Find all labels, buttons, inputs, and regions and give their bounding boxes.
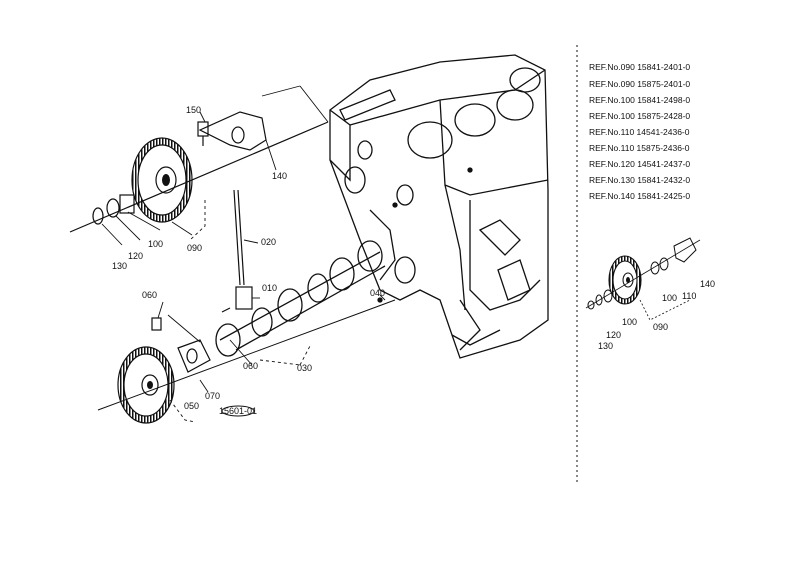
ref-line-5: REF.No.110 14541-2436-0 xyxy=(589,127,690,137)
stamp-text: 15601-01 xyxy=(219,406,257,416)
inset-callout-120: 120 xyxy=(606,330,621,340)
ref-line-1: REF.No.090 15841-2401-0 xyxy=(589,62,690,72)
dowel-060 xyxy=(221,307,231,313)
idle-gear-upper xyxy=(131,137,193,223)
callout-100-top: 100 xyxy=(148,239,163,249)
callout-060-bottom: 060 xyxy=(243,361,258,371)
inset-callout-110: 110 xyxy=(682,291,696,301)
callout-010: 010 xyxy=(262,283,277,293)
inset-callouts: 140 110 100 090 100 120 130 xyxy=(598,279,715,351)
callout-030: 030 xyxy=(297,363,312,373)
ref-line-2: REF.No.090 15875-2401-0 xyxy=(589,79,690,89)
callout-090-top: 090 xyxy=(187,243,202,253)
callout-020: 020 xyxy=(261,237,276,247)
stamp-oval: 15601-01 xyxy=(219,405,257,417)
bolt-080 xyxy=(151,317,162,331)
inset-callout-100-right: 100 xyxy=(662,293,677,303)
thrust-plate-070 xyxy=(177,339,211,373)
cam-gear xyxy=(117,346,175,424)
ref-line-6: REF.No.110 15875-2436-0 xyxy=(589,143,690,153)
callout-070: 070 xyxy=(205,391,220,401)
ref-line-7: REF.No.120 14541-2437-0 xyxy=(589,159,690,169)
bolt-150 xyxy=(197,121,209,146)
callout-060-left: 060 xyxy=(142,290,157,300)
callout-120-top: 120 xyxy=(128,251,143,261)
ref-line-3: REF.No.100 15841-2498-0 xyxy=(589,95,690,105)
push-rod xyxy=(233,189,253,310)
inset-gear-assembly xyxy=(585,237,701,321)
main-callouts: 150 140 090 100 120 130 020 010 060 060 … xyxy=(112,105,385,411)
callout-150: 150 xyxy=(186,105,201,115)
inset-callout-090: 090 xyxy=(653,322,668,332)
ref-line-8: REF.No.130 15841-2432-0 xyxy=(589,175,690,185)
reference-list: REF.No.090 15841-2401-0 REF.No.090 15875… xyxy=(589,62,690,201)
inset-callout-100-left: 100 xyxy=(622,317,637,327)
axis-line-lower xyxy=(97,299,396,411)
leader-lines xyxy=(101,85,386,423)
inset-callout-130: 130 xyxy=(598,341,613,351)
callout-040: 040 xyxy=(370,288,385,298)
inset-callout-140: 140 xyxy=(700,279,715,289)
camshaft xyxy=(215,240,386,357)
ref-line-9: REF.No.140 15841-2425-0 xyxy=(589,191,690,201)
callout-130-top: 130 xyxy=(112,261,127,271)
callout-050: 050 xyxy=(184,401,199,411)
ref-line-4: REF.No.100 15875-2428-0 xyxy=(589,111,690,121)
engine-block xyxy=(329,54,549,359)
callout-140: 140 xyxy=(272,171,287,181)
washers-upper xyxy=(92,194,135,225)
